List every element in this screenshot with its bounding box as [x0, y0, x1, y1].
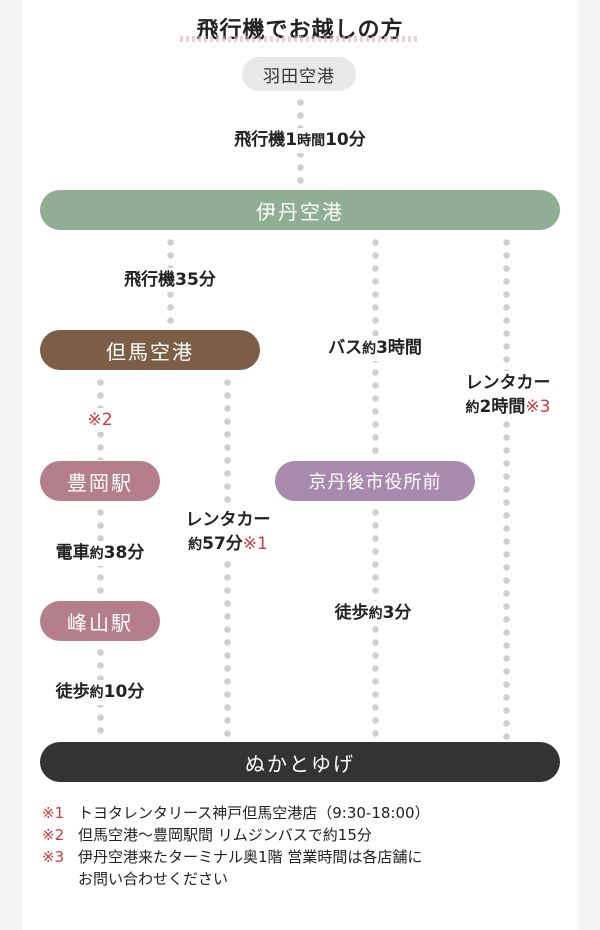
route-toyooka-kinosaki: 電車約38分 [38, 541, 162, 566]
notes: ※1 トヨタレンタリース神戸但馬空港店（9:30-18:00） ※2 但馬空港～… [42, 802, 562, 890]
node-kinosaki: 峰山駅 [40, 601, 160, 641]
route-tajima-toyooka-note: ※2 [80, 408, 120, 432]
route-itami-rentacar: レンタカー 約2時間※3 [440, 371, 576, 420]
route-kinosaki-destination: 徒歩約10分 [38, 680, 162, 705]
node-destination: ぬかとゆげ [40, 742, 560, 782]
route-itami-kyotango: バス約3時間 [300, 336, 450, 361]
node-toyooka: 豊岡駅 [40, 461, 160, 501]
node-itami: 伊丹空港 [40, 190, 560, 230]
route-kyotango-destination: 徒歩約3分 [316, 601, 430, 626]
node-tajima: 但馬空港 [40, 330, 260, 370]
route-haneda-itami: 飛行機1時間10分 [200, 128, 400, 153]
route-tajima-rentacar: レンタカー 約57分※1 [168, 508, 288, 557]
connector-itami-dest [503, 236, 510, 740]
note-3: ※3 伊丹空港来たターミナル奥1階 営業時間は各店舗にお問い合わせください [42, 848, 423, 888]
node-kyotango: 京丹後市役所前 [275, 461, 475, 501]
note-2: ※2 但馬空港～豊岡駅間 リムジンバスで約15分 [42, 826, 372, 844]
node-haneda: 羽田空港 [242, 57, 356, 91]
connector-tajima-dest [224, 376, 231, 740]
title-underline [180, 36, 420, 42]
route-itami-tajima: 飛行機35分 [100, 268, 240, 292]
note-1: ※1 トヨタレンタリース神戸但馬空港店（9:30-18:00） [42, 804, 430, 822]
